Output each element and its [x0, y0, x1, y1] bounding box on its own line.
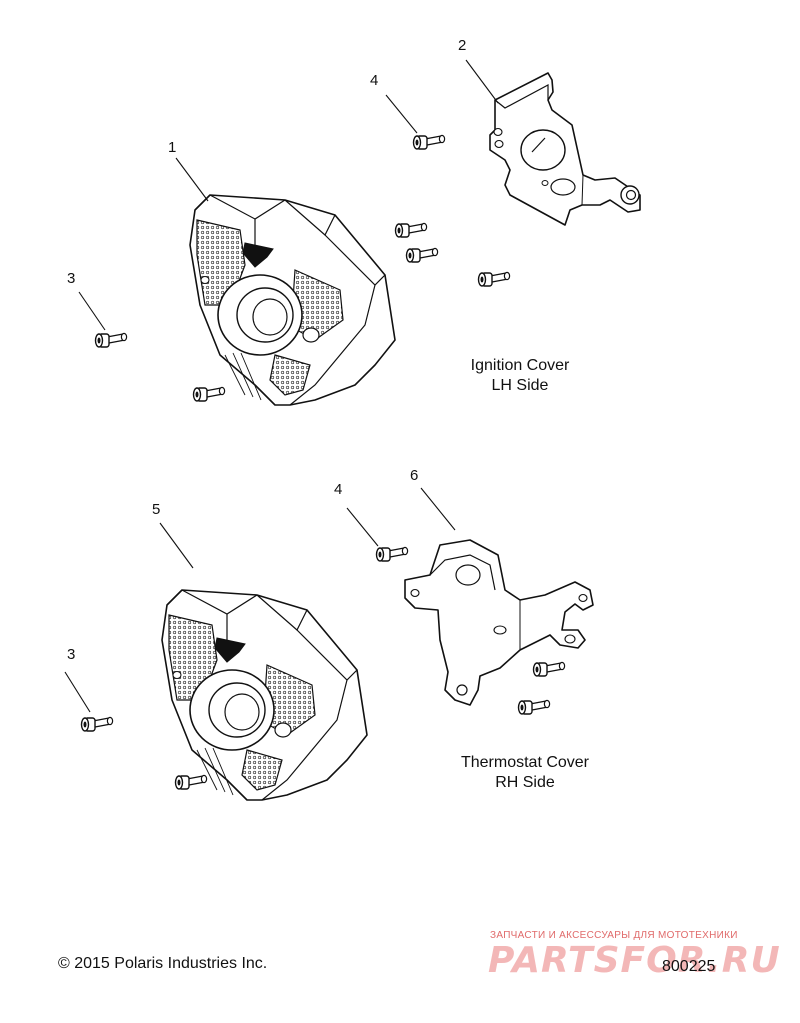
ignition-cover-part — [189, 194, 396, 406]
ignition-caption-line1: Ignition Cover — [470, 357, 570, 374]
bolt-bottom-a — [532, 661, 566, 677]
bolt-top-b — [405, 247, 439, 263]
bolt-top-a — [394, 222, 428, 238]
thermostat-cover-caption: Thermostat Cover RH Side — [440, 753, 610, 793]
bolt-bottom-c — [174, 774, 208, 790]
bolt-bottom-b — [517, 699, 551, 715]
callout-4-top: 4 — [370, 72, 379, 89]
ignition-cover-caption: Ignition Cover LH Side — [450, 356, 590, 396]
callout-1: 1 — [168, 139, 177, 156]
document-number: 800225 — [662, 958, 716, 975]
leader-lines-bottom — [64, 487, 456, 713]
watermark-tagline: ЗАПЧАСТИ И АКСЕССУАРЫ ДЛЯ МОТОТЕХНИКИ — [490, 930, 738, 941]
leader-lines-top — [78, 59, 499, 331]
callout-6: 6 — [410, 467, 419, 484]
thermostat-caption-line2: RH Side — [495, 774, 555, 791]
bolt-3-top — [94, 332, 128, 348]
ignition-bracket-part — [489, 72, 641, 226]
bolt-top-d — [192, 386, 226, 402]
watermark-logo: PARTSFOR.RU — [488, 940, 781, 981]
thermostat-bracket-part — [404, 539, 594, 706]
ignition-caption-line2: LH Side — [491, 377, 549, 394]
bolt-3-bottom — [80, 716, 114, 732]
callout-2: 2 — [458, 37, 467, 54]
thermostat-caption-line1: Thermostat Cover — [460, 754, 590, 771]
callout-4-bottom: 4 — [334, 481, 343, 498]
callout-3-bottom: 3 — [67, 646, 76, 663]
thermostat-cover-part — [161, 589, 368, 801]
copyright-notice: © 2015 Polaris Industries Inc. — [58, 955, 268, 972]
callout-5: 5 — [152, 501, 161, 518]
callout-3-top: 3 — [67, 270, 76, 287]
bolt-4-top — [412, 134, 446, 150]
bolt-top-c — [477, 271, 511, 287]
bolt-4-bottom — [375, 546, 409, 562]
